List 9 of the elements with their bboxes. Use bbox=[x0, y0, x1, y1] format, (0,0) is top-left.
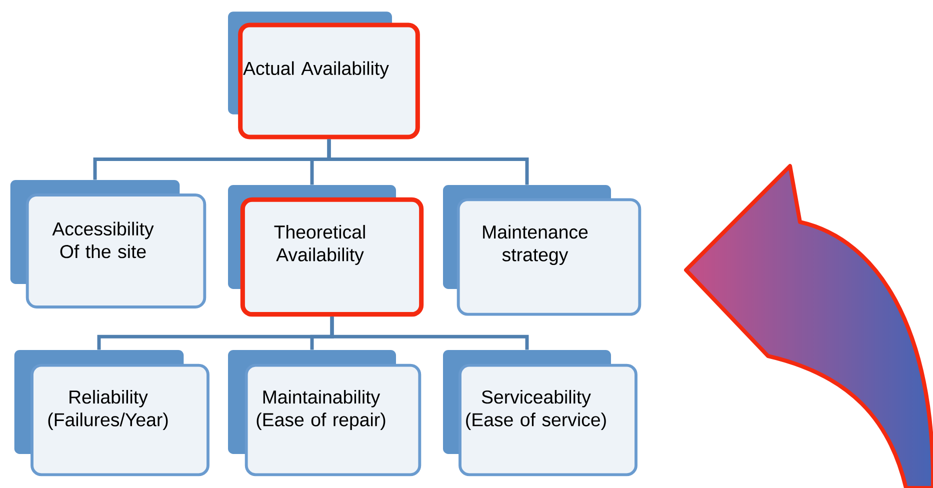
connector-line bbox=[327, 139, 529, 185]
process-box: Actual Availability bbox=[228, 12, 420, 140]
process-box: Serviceability (Ease of service) bbox=[443, 350, 638, 476]
process-box: Theoretical Availability bbox=[228, 185, 424, 317]
process-box: Reliability (Failures/Year) bbox=[14, 350, 210, 476]
process-box: Accessibility Of the site bbox=[10, 180, 206, 308]
process-box: Maintainability (Ease of repair) bbox=[228, 350, 422, 476]
process-box: Maintenance strategy bbox=[443, 185, 642, 316]
connector-line bbox=[330, 316, 529, 350]
